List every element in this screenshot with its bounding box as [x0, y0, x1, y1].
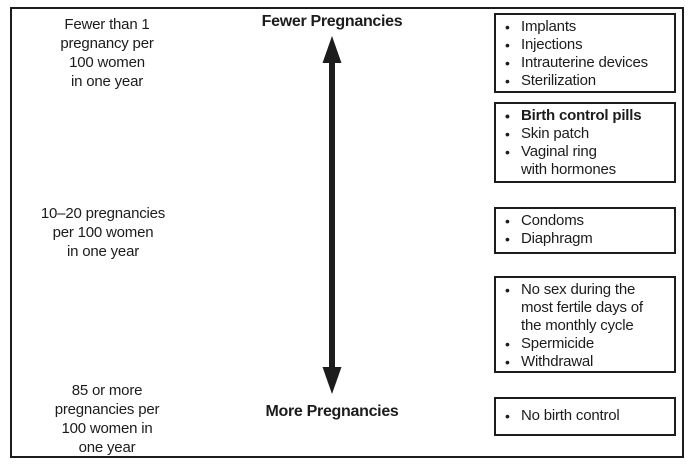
figure-border [10, 7, 684, 458]
method-item-text: Sterilization [521, 72, 596, 89]
bullet-icon: • [505, 354, 510, 370]
method-item: • Sterilization [505, 72, 669, 90]
bullet-icon: • [505, 73, 510, 89]
method-item-text: Injections [521, 36, 583, 53]
method-item-text: Condoms [521, 212, 584, 229]
method-box-most-effective: • Implants • Injections • Intrauterine device… [494, 13, 676, 93]
fewer-pregnancies-header: Fewer Pregnancies [261, 13, 403, 30]
method-item: • Spermicide [505, 335, 669, 353]
bullet-icon: • [505, 55, 510, 71]
method-item: • Implants [505, 18, 669, 36]
method-box-no-birth-control: • No birth control [494, 397, 676, 436]
bullet-icon: • [505, 37, 510, 53]
method-item: • Skin patch [505, 125, 669, 143]
bullet-icon: • [505, 144, 510, 160]
bullet-icon: • [505, 126, 510, 142]
method-item: • Withdrawal [505, 353, 669, 371]
method-item-text: Withdrawal [521, 353, 594, 370]
more-pregnancies-header: More Pregnancies [265, 403, 399, 420]
method-item-text: Diaphragm [521, 230, 593, 247]
method-item: • Diaphragm [505, 230, 669, 248]
bullet-icon: • [505, 213, 510, 229]
method-item-text: Implants [521, 18, 577, 35]
bullet-icon: • [505, 108, 510, 124]
method-item: • Intrauterine devices [505, 54, 669, 72]
bullet-icon: • [505, 408, 510, 424]
bullet-icon: • [505, 282, 510, 298]
double-headed-vertical-arrow-icon [322, 36, 342, 394]
method-box-hormonal: • Birth control pills • Skin patch • Vaginal … [494, 102, 676, 183]
method-item: • No birth control [505, 407, 669, 425]
method-item-text: Birth control pills [521, 107, 642, 124]
bullet-icon: • [505, 231, 510, 247]
method-box-barrier: • Condoms • Diaphragm [494, 207, 676, 254]
method-item-text: Spermicide [521, 335, 595, 352]
method-item: • Injections [505, 36, 669, 54]
method-item-text: Skin patch [521, 125, 590, 142]
method-item: • Condoms [505, 212, 669, 230]
method-item-text: No birth control [521, 407, 620, 424]
method-item: • Birth control pills [505, 107, 669, 125]
method-item-text: Intrauterine devices [521, 54, 648, 71]
bullet-icon: • [505, 336, 510, 352]
arrow-up-head [322, 36, 342, 63]
bullet-icon: • [505, 19, 510, 35]
arrow-down-head [322, 367, 342, 394]
